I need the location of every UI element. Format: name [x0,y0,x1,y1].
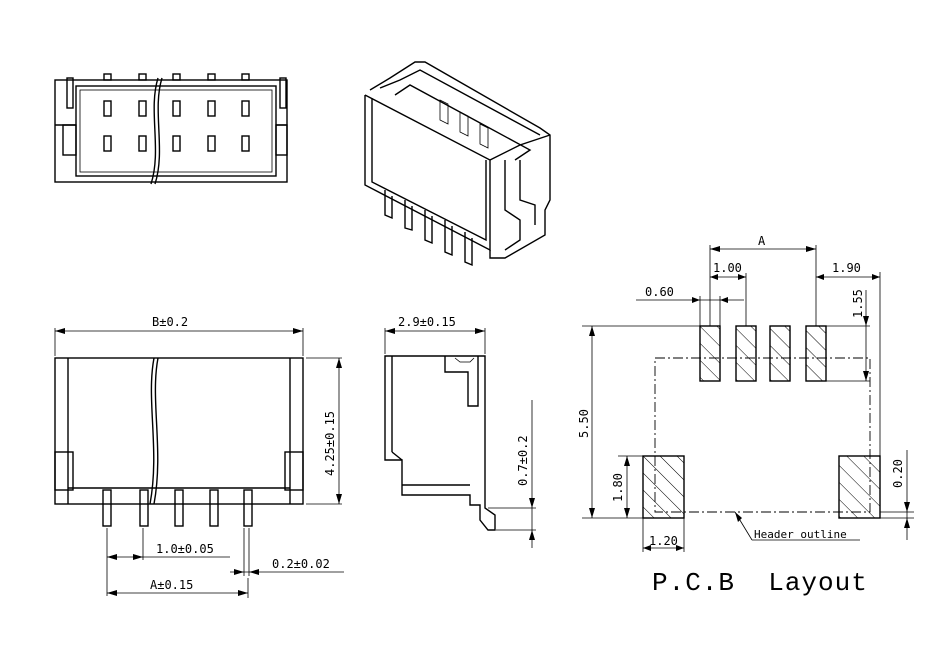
mount-pad-left [642,455,685,519]
pin-width-label: 0.2±0.02 [272,557,330,571]
mount-pad-height-label: 1.80 [611,473,625,502]
mount-pad-width-label: 1.20 [649,534,678,548]
total-height-label: 5.50 [577,409,591,438]
edge-label: 1.90 [832,261,861,275]
pcb-layout-title: P.C.B Layout [652,568,868,598]
top-view [54,73,288,185]
width-label: B±0.2 [152,315,188,329]
standoff-label: 0.7±0.2 [516,435,530,486]
height-label: 4.25±0.15 [323,411,337,476]
pitch-1-label: 1.00 [713,261,742,275]
front-view: B±0.2 4.25±0.15 1.0±0.05 0.2±0.02 A±0.15 [54,315,344,598]
side-view: 2.9±0.15 0.7±0.2 [384,315,536,548]
label-a: A [758,234,766,248]
span-label: A±0.15 [150,578,193,592]
pad-width-label: 0.60 [645,285,674,299]
mount-pad-right [838,455,881,519]
front-view-pins [102,489,253,527]
signal-pads [699,325,827,382]
top-view-pins [66,73,287,152]
outline-label: Header outline [754,528,847,541]
depth-label: 2.9±0.15 [398,315,456,329]
pad-height-label: 1.55 [851,289,865,318]
offset-label: 0.20 [891,459,905,488]
isometric-view [364,61,551,267]
pcb-layout: A 1.00 0.60 1.90 1.55 5.50 [577,234,914,598]
pitch-label: 1.0±0.05 [156,542,214,556]
